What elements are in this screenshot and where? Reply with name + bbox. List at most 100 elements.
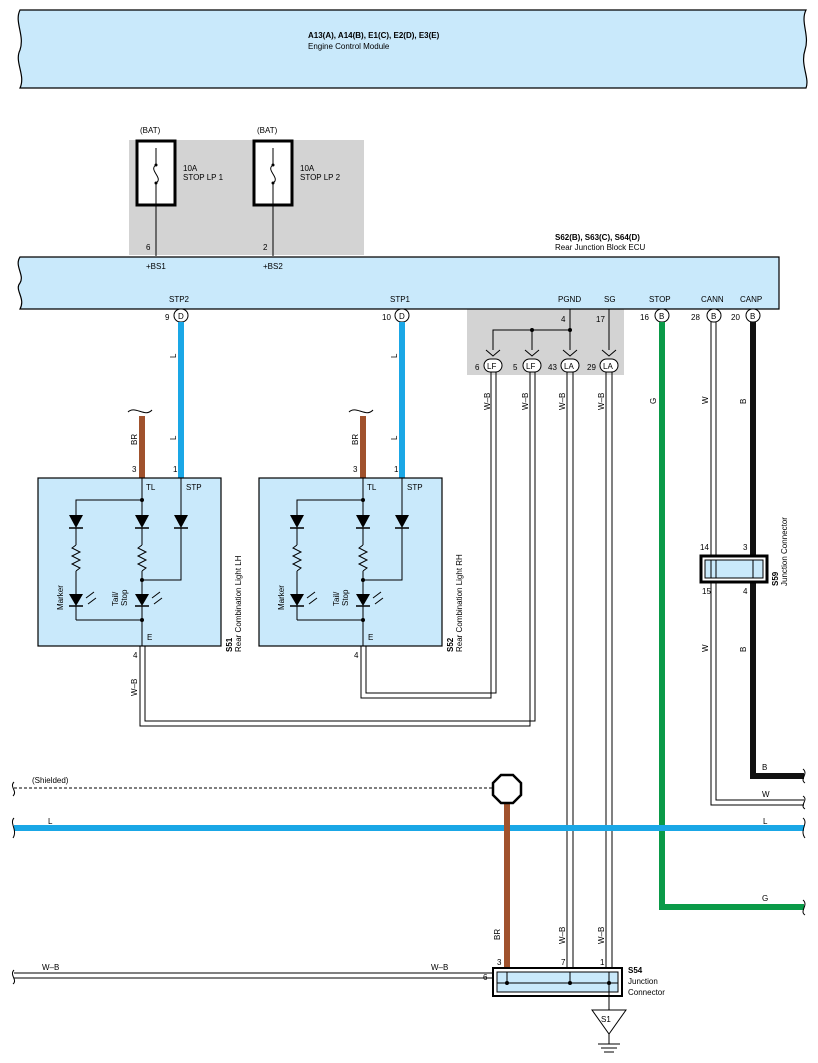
ecm-codes: A13(A), A14(B), E1(C), E2(D), E3(E): [308, 31, 440, 40]
wire-color-wb-5: W–B: [130, 679, 139, 696]
ecu-conn-d-10: D: [399, 312, 405, 321]
lh-name: Rear Combination Light LH: [234, 555, 243, 652]
ecu-conn-b-20: B: [750, 312, 755, 321]
fuse2-name: STOP LP 2: [300, 173, 341, 182]
rh-label-stop: Stop: [341, 589, 350, 606]
wire-color-l-3: L: [390, 353, 399, 358]
terminal-bs1: +BS1: [146, 262, 166, 271]
lh-label-tl: TL: [146, 483, 156, 492]
rh-name: Rear Combination Light RH: [455, 554, 464, 652]
lh-label-stop: Stop: [120, 589, 129, 606]
fuse1-rating: 10A: [183, 164, 198, 173]
fuse1-pin: 6: [146, 243, 151, 252]
ecu-connector-pins: 9 D 10 D 4 17 16 B 28 B 20 B: [165, 308, 761, 324]
wire-color-br-3: BR: [493, 929, 502, 940]
sub-conn-lf-5: LF: [526, 362, 535, 371]
rh-code: S52: [446, 637, 455, 652]
wire-color-wb-6: W–B: [558, 927, 567, 944]
s54-pin-7: 7: [561, 958, 566, 967]
wire-color-g-2: G: [762, 894, 768, 903]
lh-pin-tl: 3: [132, 465, 137, 474]
rh-label-e: E: [368, 633, 373, 642]
rh-pin-e: 4: [354, 651, 359, 660]
s54-name-1: Junction: [628, 977, 658, 986]
rh-label-stp: STP: [407, 483, 423, 492]
wire-color-l-4: L: [390, 435, 399, 440]
terminal-bs2: +BS2: [263, 262, 283, 271]
wire-color-wb-7: W–B: [597, 927, 606, 944]
junction-connector-s59: 14 15 3 4 S59 Junction Connector: [699, 517, 789, 596]
fuse1-name: STOP LP 1: [183, 173, 224, 182]
rh-label-tail: Tail/: [332, 591, 341, 606]
ecu-pin-17: 17: [596, 315, 605, 324]
lh-code: S51: [225, 637, 234, 652]
sub-conn-la-29: LA: [603, 362, 613, 371]
wire-color-wb-1: W–B: [483, 393, 492, 410]
lh-label-stp: STP: [186, 483, 202, 492]
lh-label-marker: Marker: [56, 585, 65, 610]
s54-name-2: Connector: [628, 988, 665, 997]
ecu-pin-10: 10: [382, 313, 391, 322]
sub-pin-29: 29: [587, 363, 596, 372]
wire-color-wb-3: W–B: [558, 393, 567, 410]
ecu-pin-9: 9: [165, 313, 170, 322]
s54-pin-1: 1: [600, 958, 605, 967]
ecu-pin-16: 16: [640, 313, 649, 322]
wire-wb-grounds: [14, 372, 613, 979]
ecu-pin-label-pgnd: PGND: [558, 295, 581, 304]
fuse-stop-lp-1: (BAT) 10A STOP LP 1 6: [135, 126, 224, 256]
ecu-pin-label-canp: CANP: [740, 295, 762, 304]
s54-pin-3: 3: [497, 958, 502, 967]
fuse1-supply: (BAT): [140, 126, 161, 135]
fuse2-pin: 2: [263, 243, 268, 252]
sub-pin-43: 43: [548, 363, 557, 372]
wire-color-wb-4: W–B: [597, 393, 606, 410]
s59-pin-14: 14: [700, 543, 709, 552]
ecu-conn-b-28: B: [711, 312, 716, 321]
fuse2-supply: (BAT): [257, 126, 278, 135]
wire-color-b-1: B: [739, 399, 748, 404]
lh-label-e: E: [147, 633, 152, 642]
wire-color-l-1: L: [169, 353, 178, 358]
s59-pin-3: 3: [743, 543, 748, 552]
wire-color-w-2: W: [701, 644, 710, 652]
rjb-codes: S62(B), S63(C), S64(D): [555, 233, 640, 242]
wire-color-w-3: W: [762, 790, 770, 799]
sub-pin-5: 5: [513, 363, 518, 372]
ecu-pin-label-stop: STOP: [649, 295, 671, 304]
ecu-pin-20: 20: [731, 313, 740, 322]
ecu-conn-d-9: D: [178, 312, 184, 321]
wire-color-b-2: B: [739, 647, 748, 652]
s54-pin-6: 6: [483, 973, 488, 982]
lh-pin-e: 4: [133, 651, 138, 660]
wire-color-l-2: L: [169, 435, 178, 440]
ecu-pin-label-stp1: STP1: [390, 295, 411, 304]
rh-label-marker: Marker: [277, 585, 286, 610]
s54-code: S54: [628, 966, 643, 975]
lh-label-tail: Tail/: [111, 591, 120, 606]
wire-canp-black-2: [750, 582, 804, 779]
s59-pin-15: 15: [702, 587, 711, 596]
wire-color-b-3: B: [762, 763, 767, 772]
ecu-pin-28: 28: [691, 313, 700, 322]
ecu-conn-b-16: B: [659, 312, 664, 321]
ecm-name: Engine Control Module: [308, 42, 390, 51]
wire-color-wb-9: W–B: [431, 963, 448, 972]
shield-ground-octagon: [491, 773, 523, 805]
sub-pin-6: 6: [475, 363, 480, 372]
rh-pin-tl: 3: [353, 465, 358, 474]
s59-code: S59: [771, 571, 780, 586]
ecu-pin-4: 4: [561, 315, 566, 324]
shielded-label: (Shielded): [32, 776, 69, 785]
ecu-pin-label-sg: SG: [604, 295, 616, 304]
wire-color-g-1: G: [649, 398, 658, 404]
junction-connector-s54: 3 7 1 6 S54 Junction Connector: [483, 958, 665, 1010]
lh-pin-stp: 1: [173, 465, 178, 474]
rear-junction-block-ecu: S62(B), S63(C), S64(D) Rear Junction Blo…: [17, 233, 780, 310]
ecu-pin-label-stp2: STP2: [169, 295, 190, 304]
rjb-name: Rear Junction Block ECU: [555, 243, 645, 252]
sub-conn-lf-6: LF: [487, 362, 496, 371]
s59-pin-4: 4: [743, 587, 748, 596]
wire-color-wb-8: W–B: [42, 963, 59, 972]
